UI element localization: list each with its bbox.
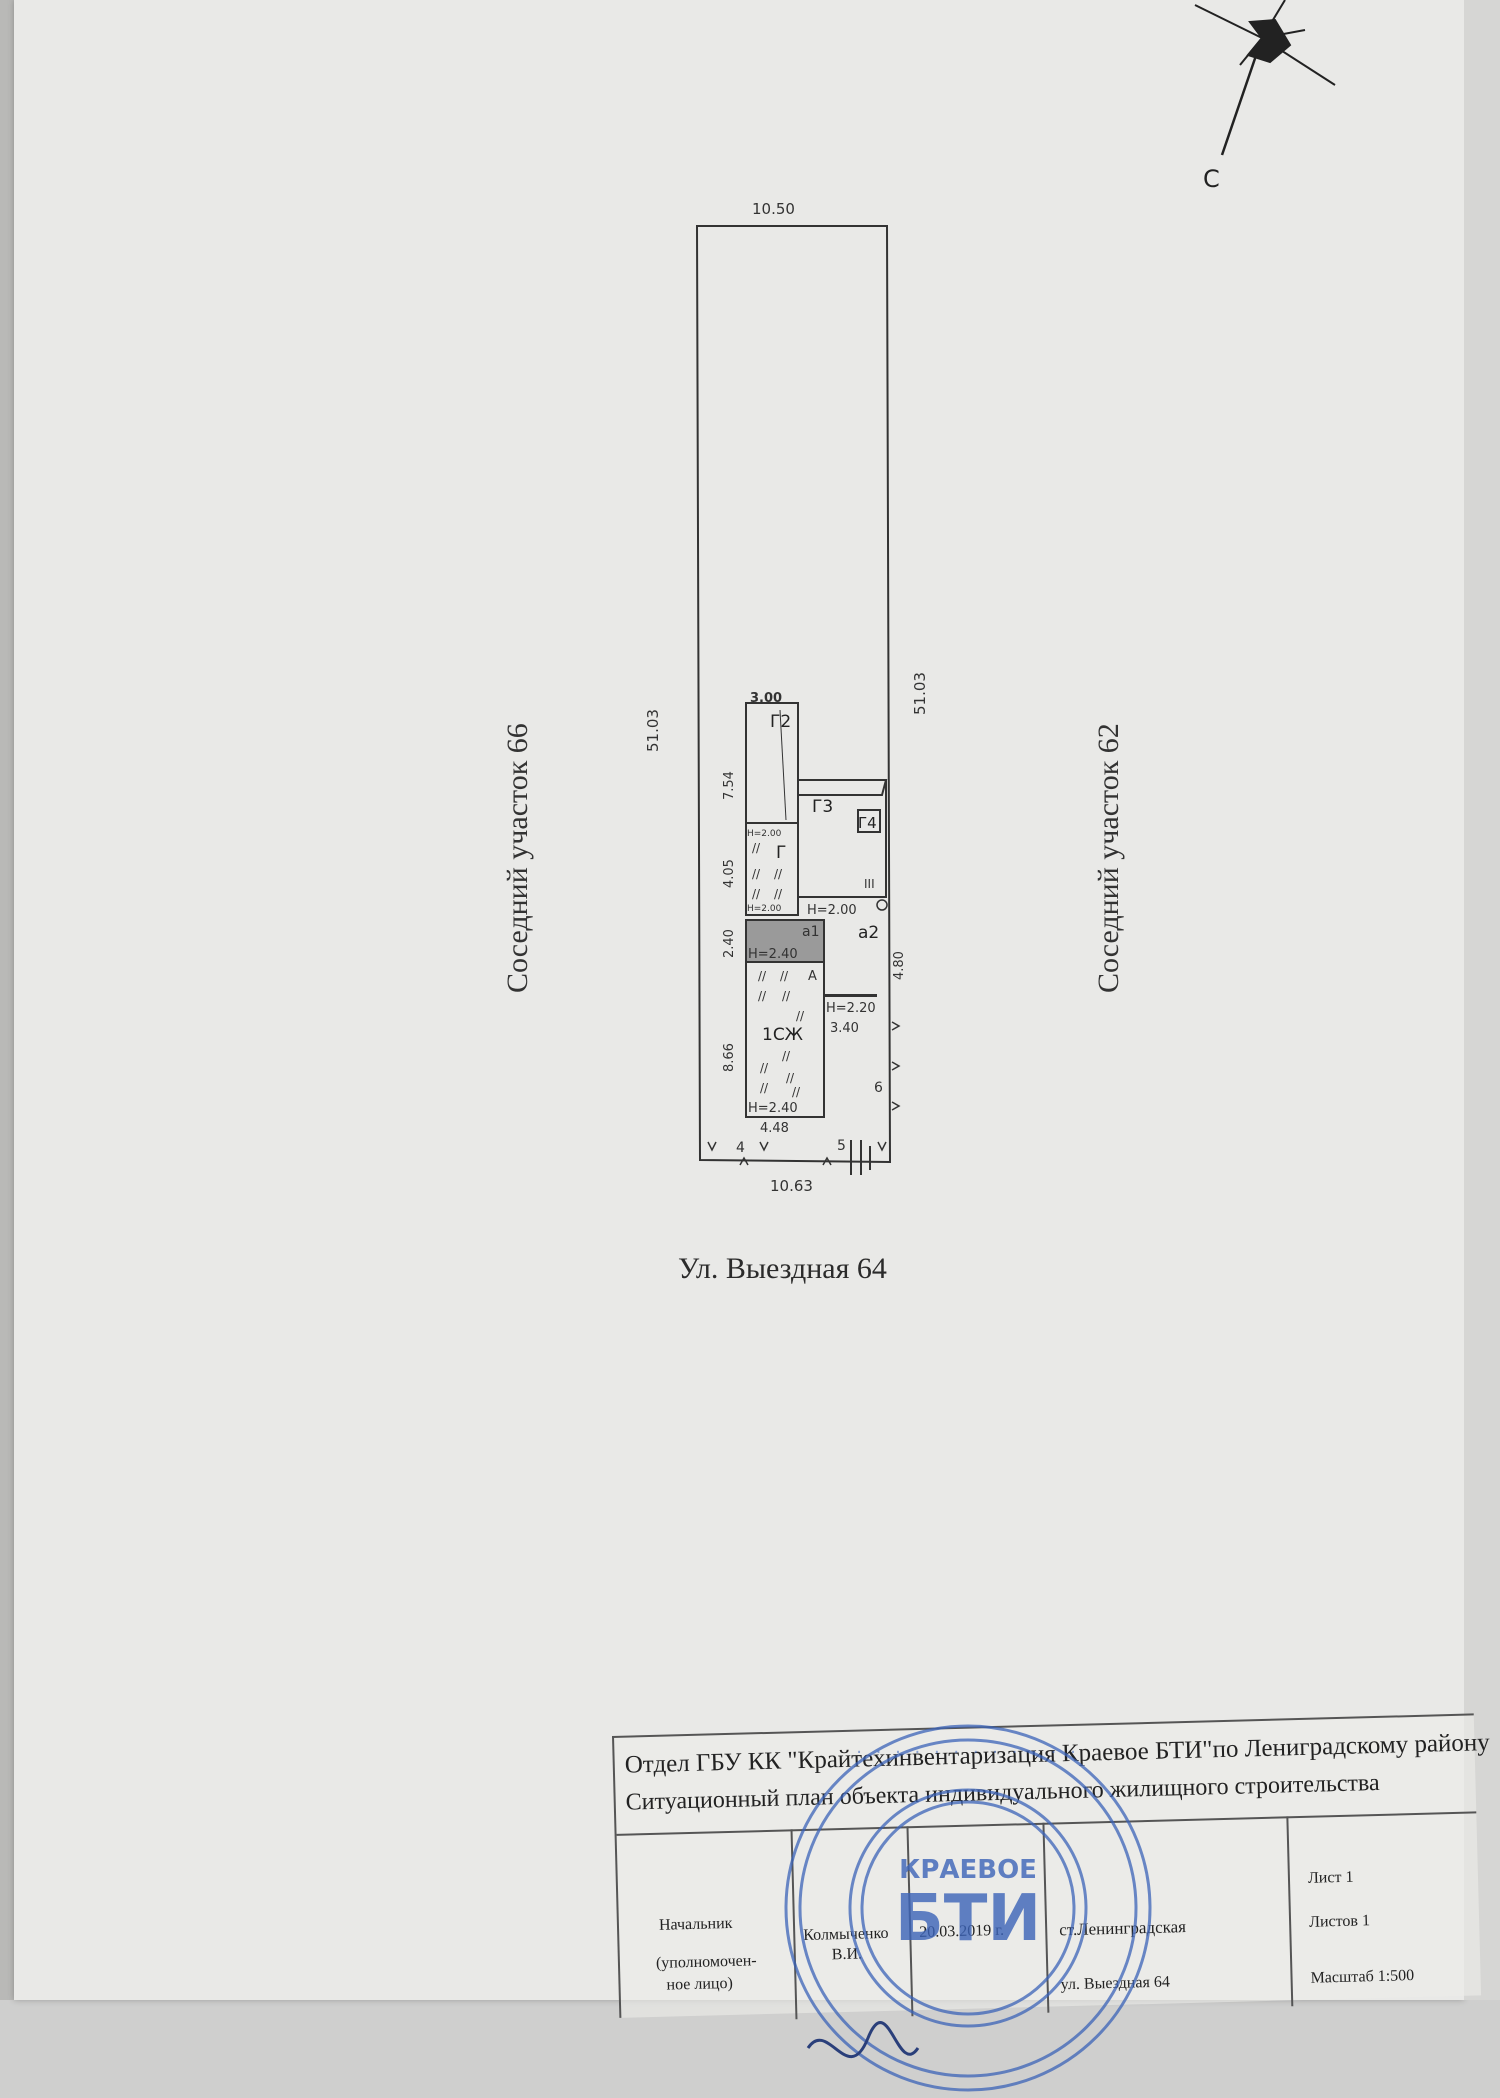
right-mark: 6 <box>874 1080 883 1096</box>
stamp-brand-top: КРАЕВОЕ <box>899 1855 1037 1885</box>
plot-right-dimension: 51.03 <box>911 672 929 715</box>
main-house-label: 1СЖ <box>762 1025 803 1045</box>
a1-length: 2.40 <box>722 929 737 958</box>
svg-text://: // <box>774 887 783 901</box>
g4-label: Г4 <box>858 814 877 832</box>
neighbor-left-label: Соседний участок 66 <box>501 723 534 993</box>
main-house-height: H=2.40 <box>748 1101 798 1116</box>
gate-marks <box>850 1140 871 1175</box>
site-plan-drawing: С 10.50 10.63 51.03 51.03 4 5 6 3.00 Г2 … <box>501 0 1336 1195</box>
bti-seal-stamp: · · · · · · · · · · · · КРАЕВОЕ БТИ <box>784 1724 1152 2092</box>
svg-text://: // <box>782 1049 791 1063</box>
roman-mark: III <box>864 877 875 891</box>
paper-shadow-edge <box>0 0 14 2000</box>
svg-text://: // <box>752 887 761 901</box>
street-address-label: Ул. Выездная 64 <box>678 1252 887 1285</box>
neighbor-right-label: Соседний участок 62 <box>1092 723 1125 993</box>
building-a1 <box>745 919 825 963</box>
plot-top-dimension: 10.50 <box>752 200 795 218</box>
right-ticks <box>891 1021 901 1111</box>
g-height-top: H=2.00 <box>747 829 782 839</box>
building-g4 <box>857 809 881 833</box>
building-main-house <box>745 961 825 1118</box>
a-label: А <box>808 969 817 984</box>
svg-text:· · · · · · · · · · · ·: · · · · · · · · · · · · <box>856 1742 1080 1763</box>
g-length: 4.05 <box>722 859 737 888</box>
sheet-number: Лист 1 <box>1307 1868 1354 1887</box>
svg-text://: // <box>782 989 791 1003</box>
a-width: 3.40 <box>830 1021 859 1036</box>
a-height: H=2.20 <box>826 1001 876 1016</box>
g2-length: 7.54 <box>722 771 737 800</box>
svg-text://: // <box>758 969 767 983</box>
sheet-count: Листов 1 <box>1308 1912 1371 1931</box>
plot-left-dimension: 51.03 <box>644 709 662 752</box>
main-house-length: 8.66 <box>722 1043 737 1072</box>
svg-text://: // <box>760 1061 769 1075</box>
svg-text://: // <box>780 969 789 983</box>
adjacent-page-edge <box>1464 0 1500 2000</box>
stamp-brand: БТИ <box>895 1882 1041 1956</box>
drawing-scale: Масштаб 1:500 <box>1310 1967 1415 1987</box>
north-arrow-icon <box>1194 0 1336 156</box>
svg-text://: // <box>752 841 761 855</box>
mid-height: H=2.00 <box>807 903 857 918</box>
svg-text://: // <box>796 1009 805 1023</box>
role-line-2: (уполномочен- <box>655 1952 757 1972</box>
plot-bottom-dimension: 10.63 <box>770 1177 813 1195</box>
a1-label: a1 <box>802 924 820 940</box>
building-g3 <box>797 779 887 898</box>
plot-boundary <box>695 225 892 1164</box>
g3-label: Г3 <box>812 797 833 817</box>
a2-label: a2 <box>858 923 879 943</box>
g2-width: 3.00 <box>750 691 782 706</box>
document-sheet <box>14 0 1464 2000</box>
svg-text://: // <box>758 989 767 1003</box>
role-line-1: Начальник <box>658 1914 733 1934</box>
a1-height: H=2.40 <box>748 947 798 962</box>
g-label: Г <box>776 843 786 863</box>
svg-text://: // <box>760 1081 769 1095</box>
north-letter: С <box>1203 165 1220 193</box>
svg-text://: // <box>752 867 761 881</box>
g-height-bottom: H=2.00 <box>747 904 782 914</box>
right-building-length: 4.80 <box>892 951 907 980</box>
main-house-hatch: //////// //////// //// <box>758 969 805 1099</box>
role-line-3: ное лицо) <box>666 1974 734 1994</box>
g-hatch: // // // // // <box>752 841 783 901</box>
main-house-width: 4.48 <box>760 1121 789 1136</box>
svg-text://: // <box>774 867 783 881</box>
building-g3-roof <box>797 779 888 796</box>
bottom-segment-left: 4 <box>736 1140 745 1156</box>
svg-text://: // <box>792 1085 801 1099</box>
bottom-segment-right: 5 <box>837 1138 846 1154</box>
svg-text://: // <box>786 1071 795 1085</box>
bottom-ticks <box>707 1141 887 1166</box>
